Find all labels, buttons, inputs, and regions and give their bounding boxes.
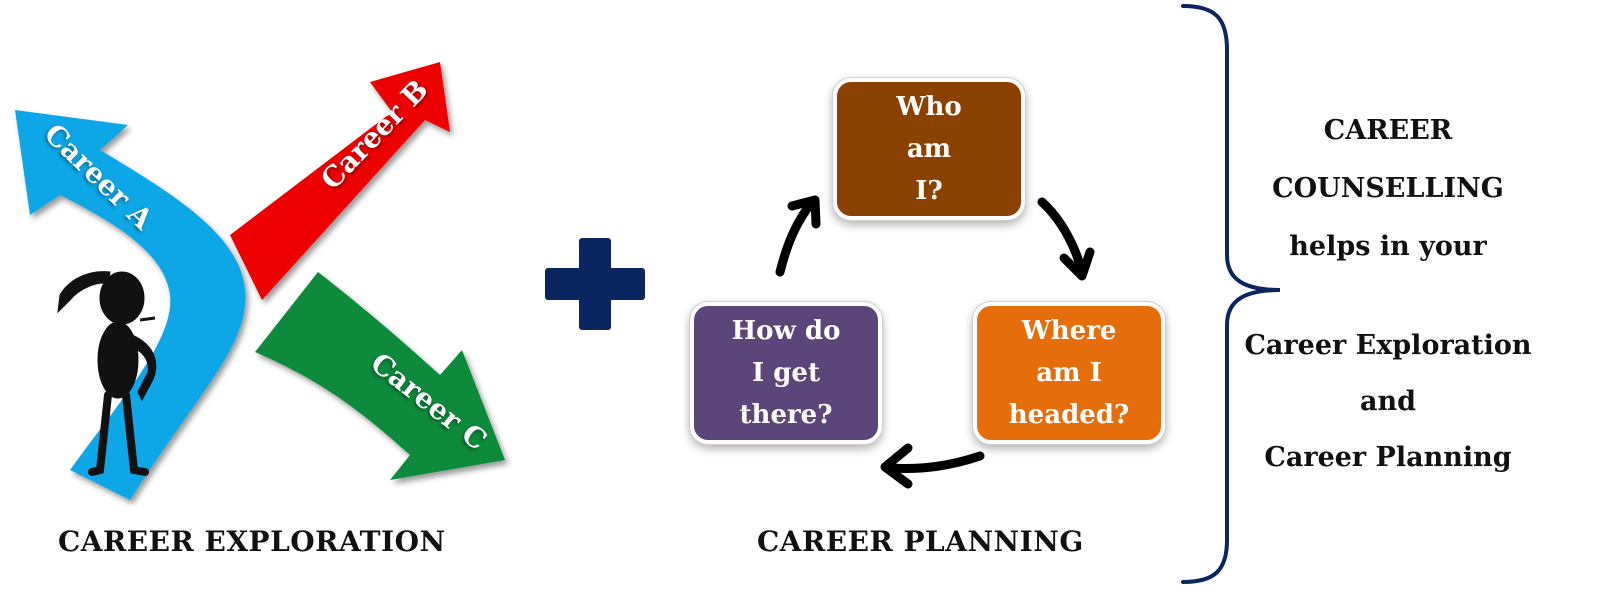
where-am-i-headed-text: Where am I headed? xyxy=(1008,316,1130,430)
curly-bracket xyxy=(1181,4,1281,584)
career-arrows-graphic xyxy=(15,62,505,500)
cycle-arrow-how-to-who-head xyxy=(787,195,821,229)
cycle-arrow-who-to-where xyxy=(1037,197,1087,277)
plus-icon xyxy=(545,238,645,330)
cycle-arrow-where-to-how-head xyxy=(880,443,913,489)
career-planning-caption: CAREER PLANNING xyxy=(757,525,1084,558)
cycle-arrow-how-to-who xyxy=(775,197,817,277)
who-am-i-text: Who am I? xyxy=(896,92,962,206)
where-am-i-headed-box: Where am I headed? xyxy=(973,302,1165,444)
cycle-arrow-where-to-how xyxy=(885,451,985,473)
summary-top-text: CAREER COUNSELLING helps in your xyxy=(1272,115,1504,262)
career-c-arrow xyxy=(255,272,505,480)
cycle-arrow-who-to-where-head xyxy=(1059,247,1095,281)
how-do-i-get-there-text: How do I get there? xyxy=(731,316,841,430)
cycle-arrows xyxy=(775,195,1095,489)
career-exploration-caption: CAREER EXPLORATION xyxy=(58,525,446,558)
career-b-arrow xyxy=(230,62,450,300)
career-a-arrow xyxy=(15,110,246,500)
who-am-i-box: Who am I? xyxy=(833,78,1025,220)
summary-bottom-text: Career Exploration and Career Planning xyxy=(1244,330,1532,473)
thinking-figure-icon xyxy=(57,271,157,476)
how-do-i-get-there-box: How do I get there? xyxy=(690,302,882,444)
